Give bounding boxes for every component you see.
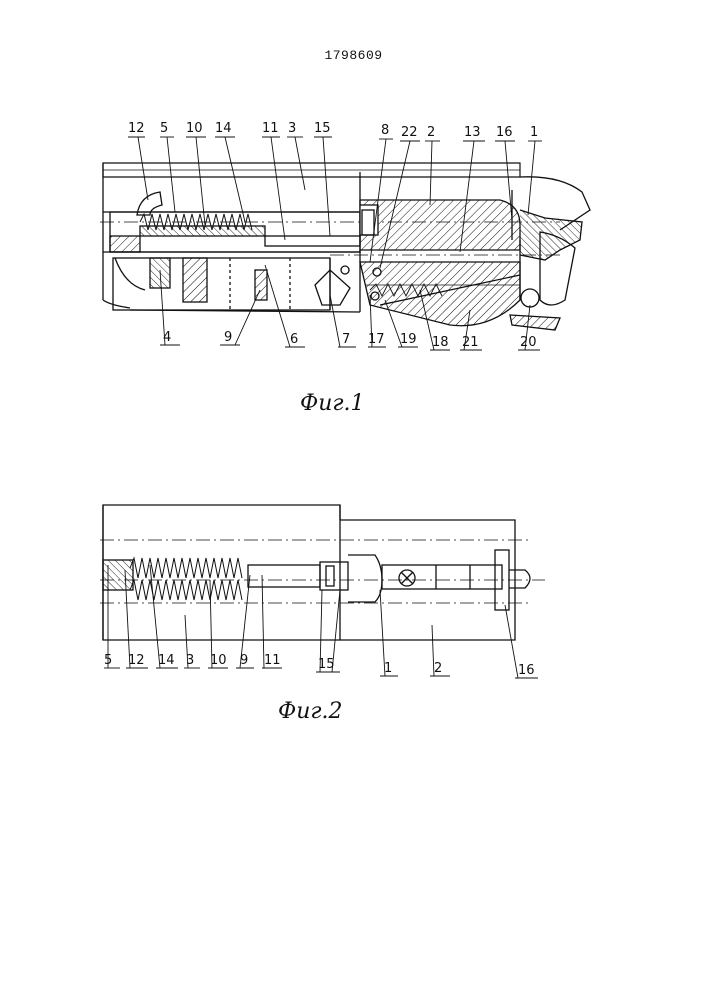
callout: 17 (368, 332, 385, 347)
callout: 15 (314, 121, 331, 136)
callout: 12 (128, 653, 145, 668)
callout: 2 (434, 661, 442, 676)
figure-2-caption: Фиг.2 (278, 699, 343, 724)
callout: 16 (518, 663, 535, 678)
figure-1-caption: Фиг.1 (300, 391, 365, 416)
callout: 10 (186, 121, 203, 136)
callout: 10 (210, 653, 227, 668)
callout: 6 (290, 332, 298, 347)
callout: 12 (128, 121, 145, 136)
callout: 15 (318, 657, 335, 672)
callout: 1 (530, 125, 538, 140)
callout: 7 (342, 332, 350, 347)
callout: 3 (186, 653, 194, 668)
callout: 16 (496, 125, 513, 140)
callout: 9 (224, 330, 232, 345)
figure-2-drawing (100, 505, 545, 640)
callout: 14 (158, 653, 175, 668)
callout: 5 (104, 653, 112, 668)
callout: 2 (427, 125, 435, 140)
figure-2-callouts: 5 12 14 3 10 9 11 15 1 2 16 (104, 653, 535, 678)
callout: 11 (264, 653, 281, 668)
callout: 3 (288, 121, 296, 136)
callout: 9 (240, 653, 248, 668)
figure-1-drawing (100, 163, 590, 330)
callout: 11 (262, 121, 279, 136)
callout: 21 (462, 335, 479, 350)
callout: 13 (464, 125, 481, 140)
callout: 19 (400, 332, 417, 347)
callout: 18 (432, 335, 449, 350)
callout: 14 (215, 121, 232, 136)
callout: 4 (163, 330, 171, 345)
callout: 8 (381, 123, 389, 138)
callout: 1 (384, 661, 392, 676)
callout: 22 (401, 125, 418, 140)
callout: 20 (520, 335, 537, 350)
callout: 5 (160, 121, 168, 136)
